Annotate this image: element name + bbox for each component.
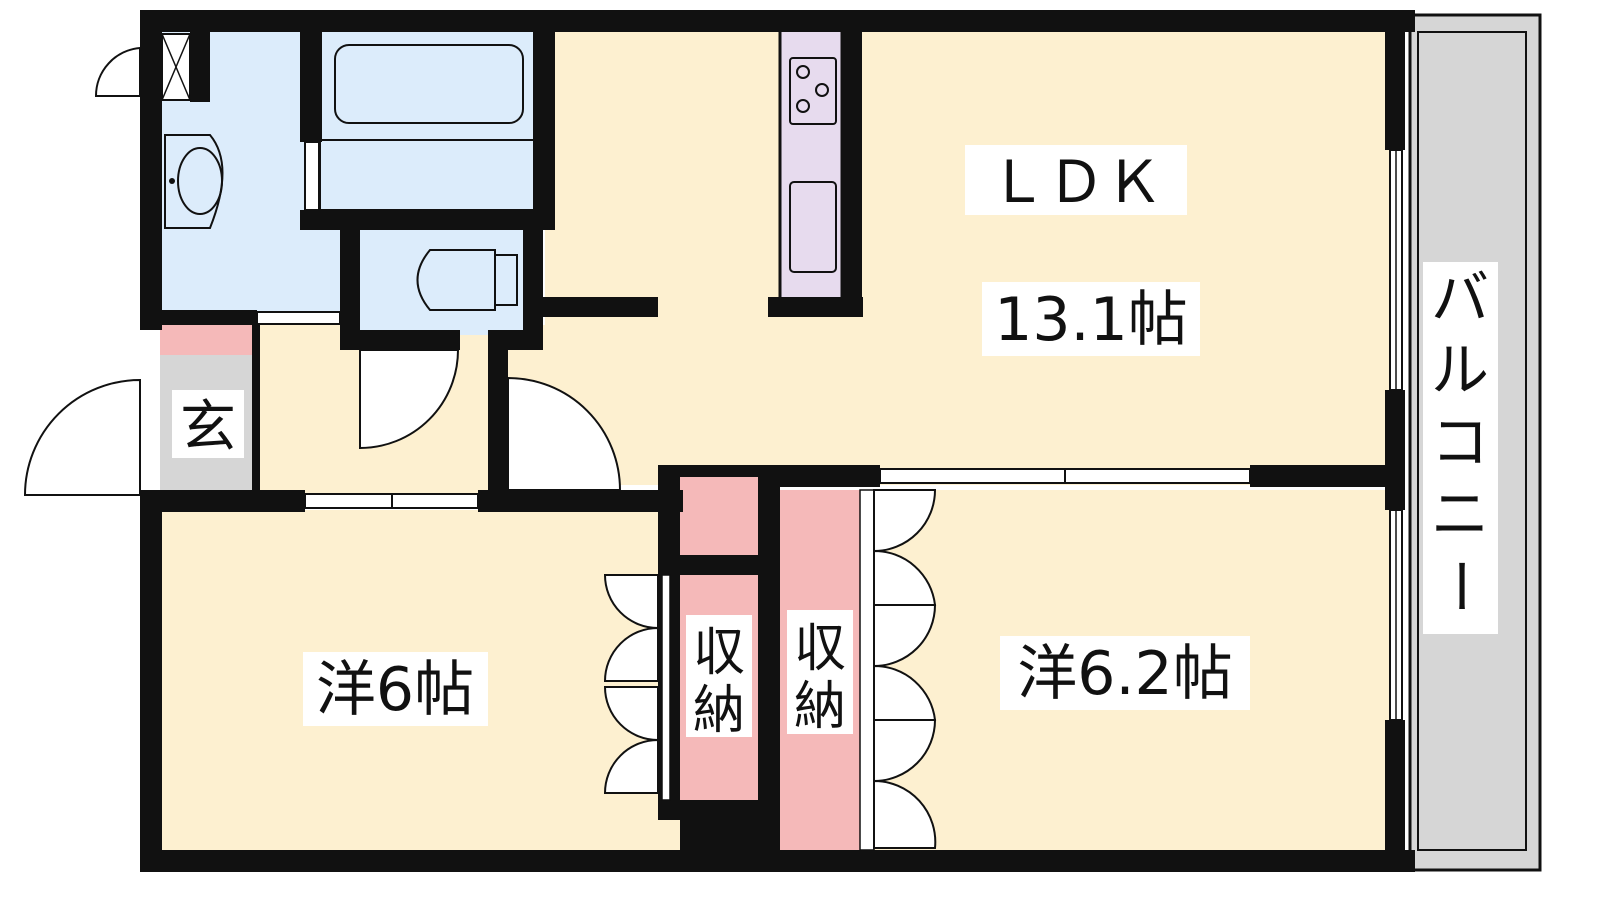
wall-mid-center (478, 490, 683, 512)
ldk-size-label: 13.1帖 (994, 285, 1188, 355)
wall-toilet-bottom (340, 330, 460, 350)
wall-toilet-left (340, 210, 360, 350)
ldk-name-label: ＬＤＫ (989, 148, 1163, 216)
burner-icon (815, 83, 829, 97)
faucet-icon (169, 178, 175, 184)
meter-door-swing (94, 46, 141, 97)
wall-storage-base (680, 800, 760, 870)
wall-right-bottom (1385, 720, 1405, 872)
stove-icon (789, 57, 837, 125)
storage-left-label-bg (686, 615, 752, 737)
wash-door (256, 311, 341, 325)
storage-top (680, 475, 760, 560)
closet-door-swing (603, 738, 659, 794)
wall-mid-right-b (1250, 465, 1405, 487)
toilet-tank-icon (494, 254, 518, 306)
wall-toilet-bottom-r (488, 330, 543, 350)
wall-left-lower (140, 495, 162, 872)
entrance-label: 玄 (180, 395, 236, 460)
balcony-label-1: バ (1431, 264, 1489, 332)
closet-door-swing (873, 779, 937, 849)
ldk-floor (545, 25, 1400, 485)
balcony-label-bg (1423, 262, 1498, 634)
wall-stub (540, 297, 658, 317)
wall-bath-left (300, 32, 322, 142)
entrance-label-bg (172, 390, 244, 458)
toilet-icon (416, 249, 496, 311)
closet-door-frame (661, 574, 671, 801)
basin-bowl-icon (177, 147, 223, 215)
bathtub-icon (334, 44, 524, 124)
closet-door-frame (859, 489, 875, 851)
balcony-label-4: ニ (1431, 480, 1489, 548)
western-left-bg (303, 652, 488, 726)
bath-door (304, 141, 320, 211)
wall-bath-bottom (300, 210, 555, 230)
wall-hall-left (252, 325, 260, 500)
western-right-label: 洋6.2帖 (1017, 639, 1232, 709)
wall-storage-top (658, 465, 778, 477)
hall-door-swing (507, 376, 622, 491)
wall-right-top (1385, 10, 1405, 150)
wall-toilet-right (523, 225, 543, 350)
ldk-label-bg (965, 145, 1187, 215)
burner-icon (796, 65, 810, 79)
wall-left-upper (140, 10, 162, 330)
wall-wash-bottom (162, 310, 257, 325)
storage-right-label-2: 納 (794, 677, 846, 737)
storage-right-label-1: 収 (794, 619, 846, 679)
pipe-shaft-cross (161, 33, 191, 101)
wall-pipe-shaft (190, 32, 210, 102)
closet-door-swing (603, 626, 659, 682)
toilet-floor (355, 225, 535, 335)
balcony-label-2: ル (1431, 336, 1489, 404)
ldk-size-bg (982, 282, 1200, 356)
wall-kitchen-stub (768, 297, 863, 317)
wall-top (140, 10, 1415, 32)
storage-left-label-1: 収 (693, 623, 745, 683)
wall-storage-right (758, 465, 780, 870)
storage-right-label-bg (787, 610, 853, 734)
shoe-box (160, 325, 255, 355)
wall-hall-door-post (488, 350, 508, 500)
western-right-bg (1000, 636, 1250, 710)
sink-icon (789, 181, 837, 273)
wall-right-mid (1385, 390, 1405, 510)
wall-mid-right-a (760, 465, 880, 487)
balcony-label-5: ー (1426, 557, 1494, 615)
burner-icon (796, 99, 810, 113)
toilet-door-swing (359, 349, 460, 450)
wall-mid-left (140, 490, 305, 512)
balcony-label-3: コ (1431, 408, 1489, 476)
western-left-label: 洋6帖 (316, 655, 474, 725)
balcony-frame (1408, 13, 1542, 872)
wall-kitchen-side (842, 32, 862, 317)
wall-storage-mid (680, 555, 760, 575)
wall-bath-right (533, 32, 555, 227)
entrance-door-swing (23, 378, 141, 496)
storage-left-label-2: 納 (693, 681, 745, 741)
balcony-inner-frame (1417, 31, 1527, 851)
